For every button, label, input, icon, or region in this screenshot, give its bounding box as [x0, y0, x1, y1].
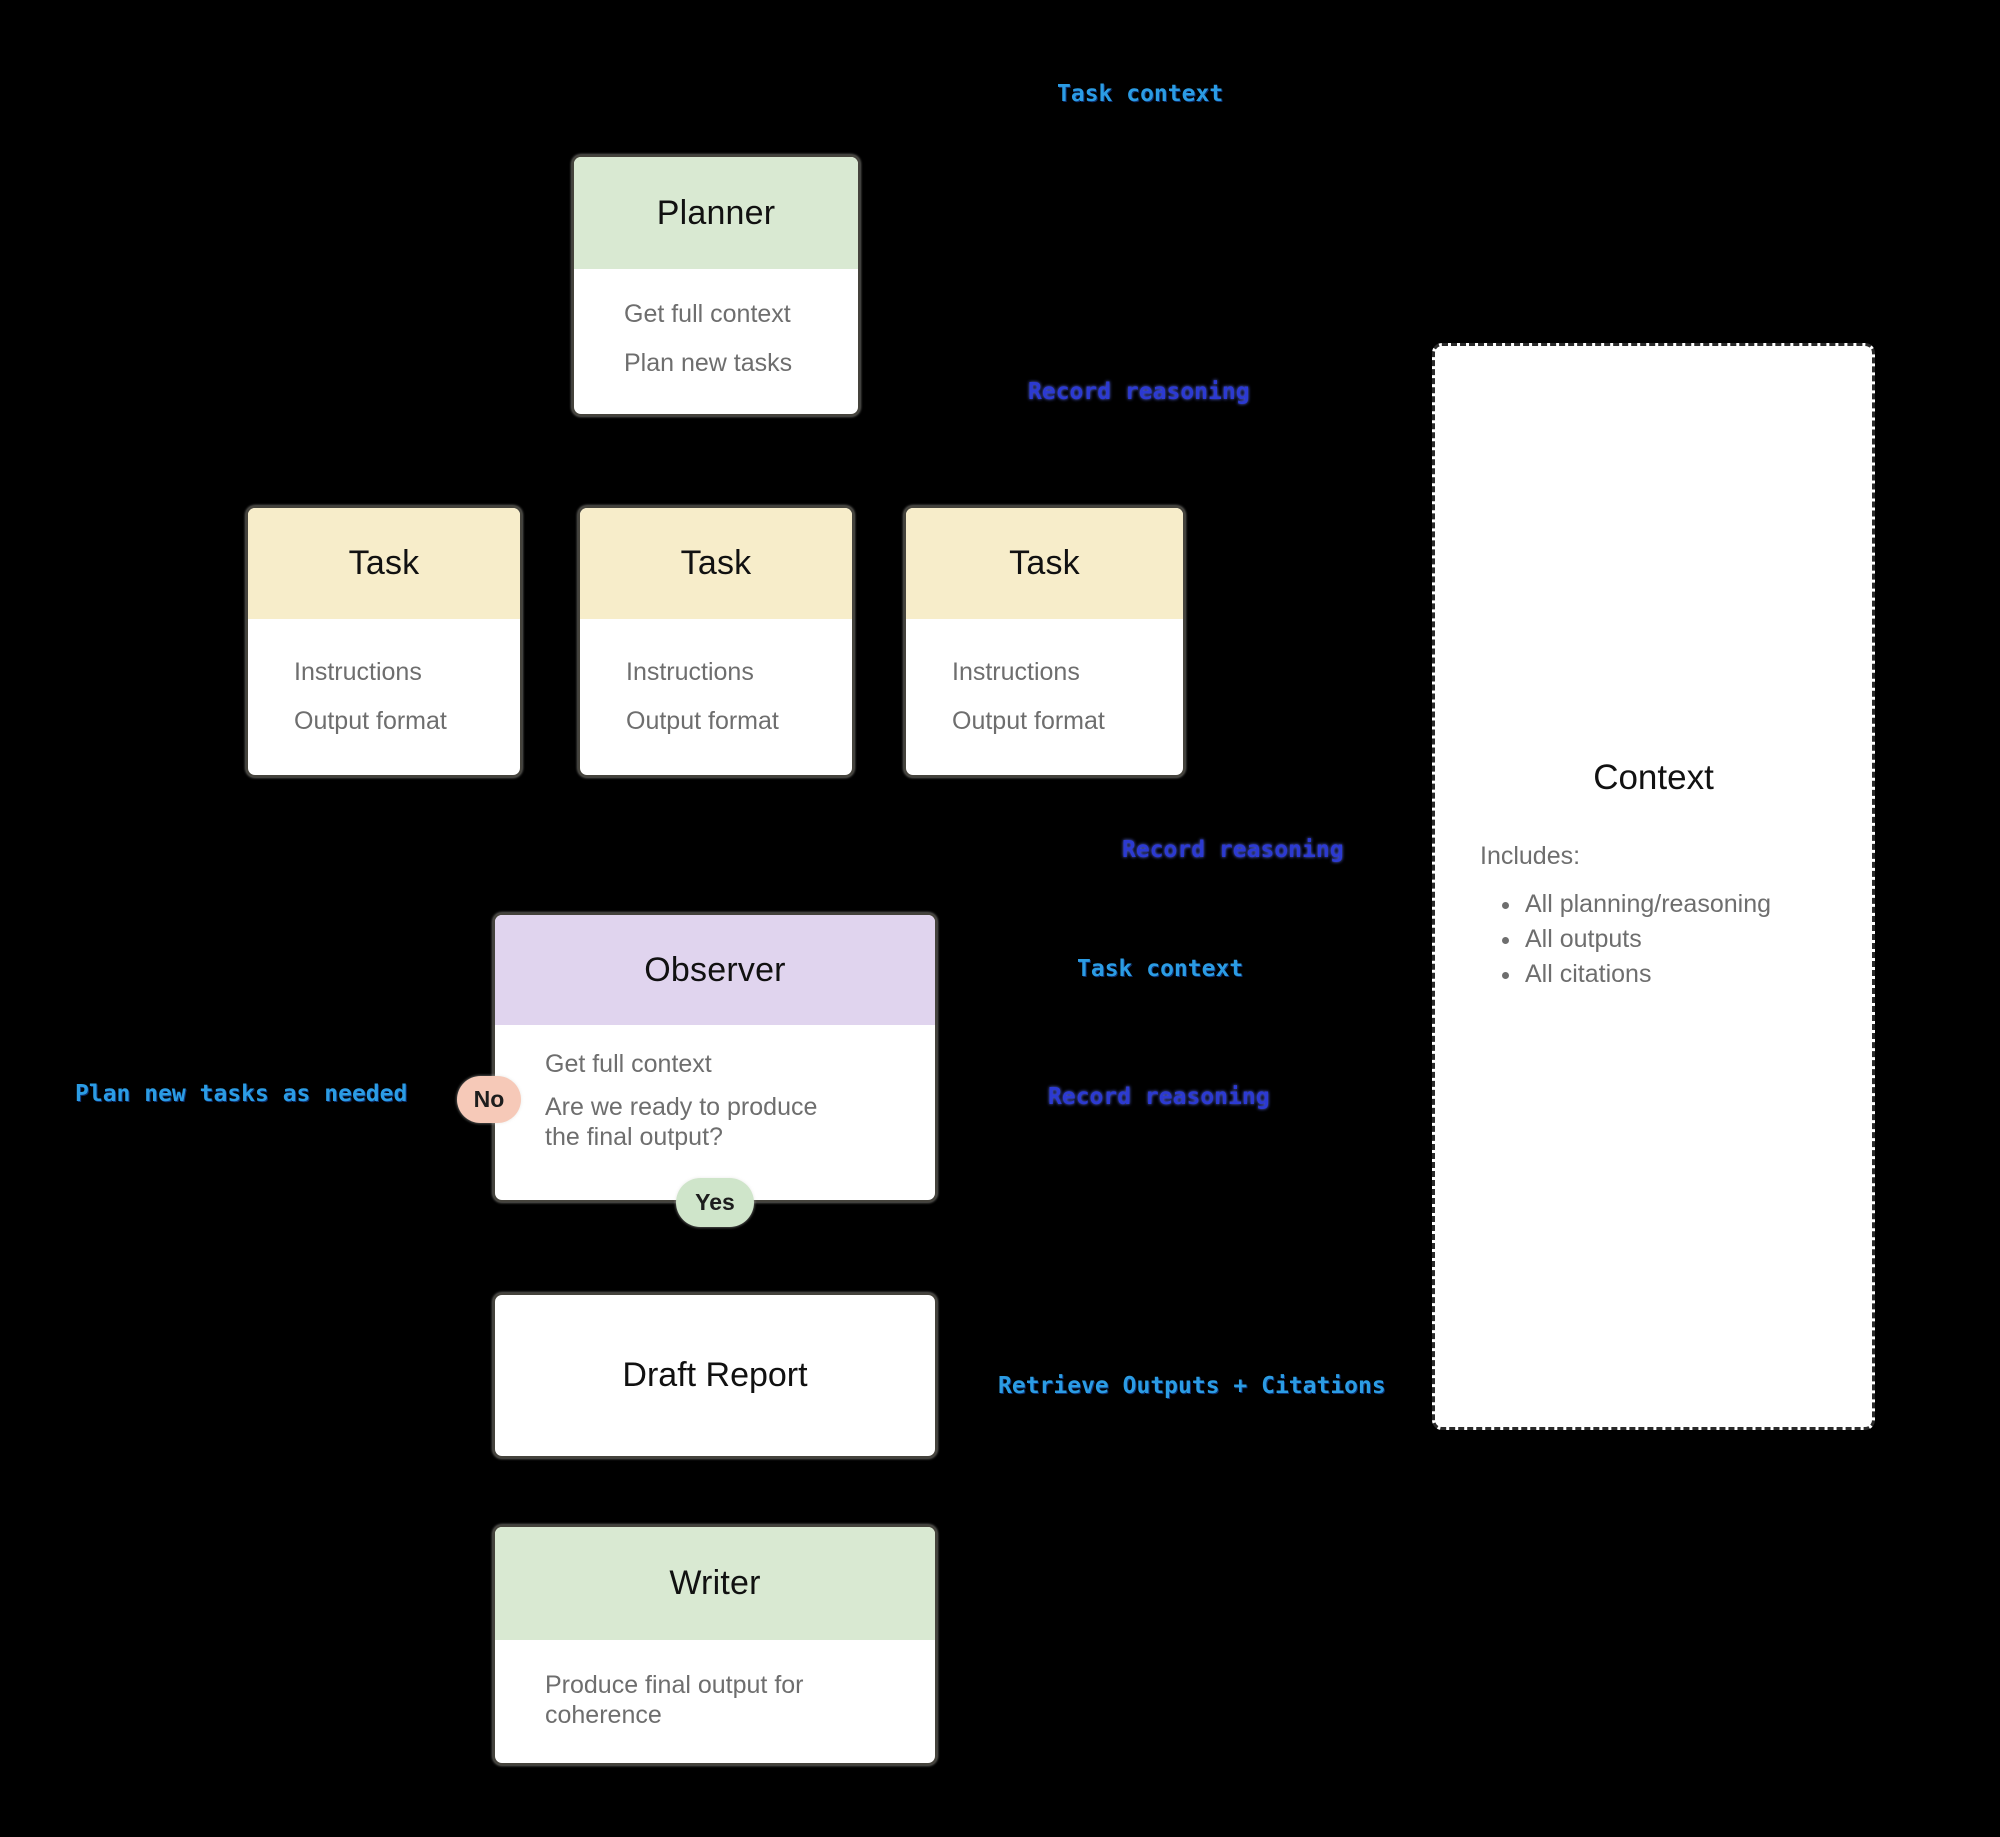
no-badge: No [457, 1076, 521, 1123]
context-bullet-item: All outputs [1523, 922, 1872, 957]
task-node-title: Task [1009, 544, 1080, 582]
draft-report-title: Draft Report [622, 1356, 808, 1394]
task-node-header: Task [580, 508, 852, 619]
context-bullet-item: All citations [1523, 957, 1872, 992]
writer-node-header: Writer [495, 1527, 935, 1640]
record-reasoning-label-tasks: Record reasoning [1122, 837, 1344, 863]
observer-node-body: Get full context Are we ready to produce… [495, 1025, 935, 1152]
task-node-header: Task [906, 508, 1183, 619]
writer-node: Writer Produce final output for coherenc… [493, 1525, 937, 1765]
writer-node-line: Produce final output for coherence [545, 1671, 804, 1729]
context-bullet-list: All planning/reasoning All outputs All c… [1435, 887, 1872, 992]
planner-node-body: Get full context Plan new tasks [574, 269, 858, 378]
task-node-body: Instructions Output format [248, 619, 520, 736]
draft-report-node: Draft Report [493, 1293, 937, 1458]
task-node-title: Task [680, 544, 752, 582]
yes-badge: Yes [676, 1178, 754, 1227]
plan-new-tasks-label: Plan new tasks as needed [75, 1081, 408, 1107]
planner-node-line: Plan new tasks [624, 349, 793, 377]
task-node-header: Task [248, 508, 520, 619]
task-node-body: Instructions Output format [580, 619, 852, 736]
task-node-line: Output format [952, 707, 1105, 735]
task-node-line: Output format [294, 707, 447, 735]
task-context-label-top: Task context [1057, 81, 1224, 107]
task-node-line: Instructions [952, 658, 1080, 686]
task-node-line: Instructions [294, 658, 422, 686]
observer-node-header: Observer [495, 915, 935, 1025]
observer-node-title: Observer [644, 950, 786, 989]
task-node-line: Instructions [626, 658, 754, 686]
observer-node-question: Are we ready to produce the final output… [545, 1093, 818, 1151]
observer-node: Observer Get full context Are we ready t… [493, 913, 937, 1202]
planner-node: Planner Get full context Plan new tasks [572, 155, 860, 416]
observer-node-line: Get full context [545, 1050, 712, 1078]
writer-node-body: Produce final output for coherence [495, 1640, 935, 1730]
task-context-label-observer: Task context [1077, 956, 1244, 982]
record-reasoning-label-planner: Record reasoning [1028, 379, 1250, 405]
writer-node-title: Writer [669, 1564, 761, 1602]
task-node-3: Task Instructions Output format [904, 506, 1185, 777]
task-node-title: Task [348, 544, 420, 582]
planner-node-title: Planner [656, 193, 776, 232]
task-node-body: Instructions Output format [906, 619, 1183, 736]
context-includes-label: Includes: [1480, 842, 1581, 870]
retrieve-outputs-citations-label: Retrieve Outputs + Citations [998, 1373, 1386, 1399]
task-node-2: Task Instructions Output format [578, 506, 854, 777]
context-panel: Context Includes: All planning/reasoning… [1432, 343, 1875, 1430]
planner-node-line: Get full context [624, 300, 791, 328]
task-node-line: Output format [626, 707, 779, 735]
record-reasoning-label-observer: Record reasoning [1048, 1084, 1270, 1110]
planner-node-header: Planner [574, 157, 858, 269]
context-panel-title: Context [1593, 758, 1714, 797]
context-bullet-item: All planning/reasoning [1523, 887, 1872, 922]
task-node-1: Task Instructions Output format [246, 506, 522, 777]
